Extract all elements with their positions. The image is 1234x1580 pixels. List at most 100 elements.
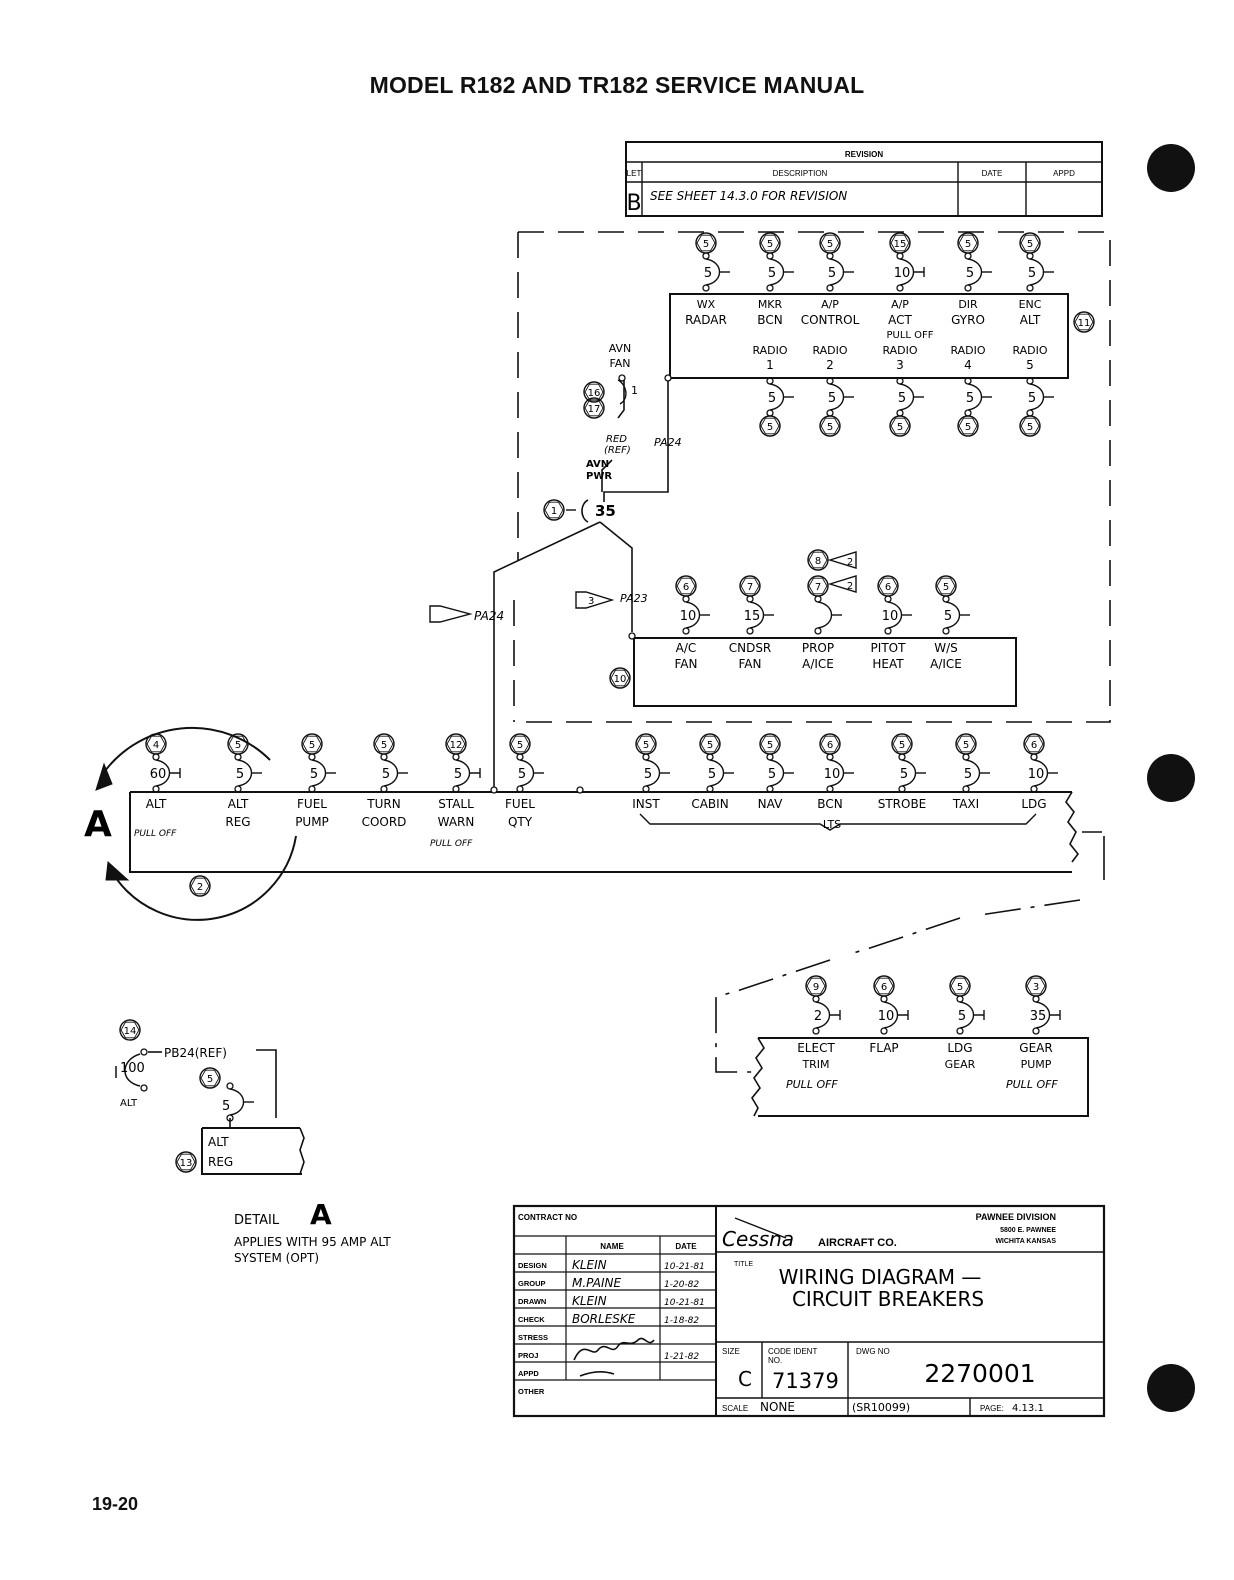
tb-dwg-label: DWG NO <box>856 1347 890 1356</box>
bus-ref-number: 6 <box>1023 733 1045 755</box>
ext-label: GEAR <box>1019 1041 1052 1055</box>
tb-page-number: 4.13.1 <box>1012 1403 1044 1414</box>
detail-100-breaker <box>115 1053 141 1087</box>
mid-ref-number: 6 <box>675 575 697 597</box>
revision-title: REVISION <box>845 150 883 159</box>
radio-label: 2 <box>826 358 834 372</box>
bus-label: PULL OFF <box>430 839 473 849</box>
ext-breaker: 2 <box>812 995 841 1035</box>
ref-number-text: 5 <box>1027 239 1033 250</box>
breaker-amp-rating: 5 <box>454 767 462 782</box>
breaker-amp-rating: 5 <box>644 767 652 782</box>
lts-label: LTS <box>823 818 841 831</box>
ref-number-text: 7 <box>815 582 821 593</box>
detail-ref-14: 14 <box>119 1019 141 1041</box>
bus-label: NAV <box>758 797 783 811</box>
ref-number-text: 5 <box>897 422 903 433</box>
ref-number-text: 5 <box>767 239 773 250</box>
ref-number-text: 6 <box>683 582 689 593</box>
ref-number-text: 5 <box>957 982 963 993</box>
avn-pwr-amp: 35 <box>595 502 616 520</box>
ref-number-text: 6 <box>885 582 891 593</box>
pa23-flag <box>575 591 615 609</box>
avn-fan-label-1: AVN <box>609 342 632 355</box>
radio-ref-number: 5 <box>759 415 781 437</box>
terminal <box>140 1048 148 1056</box>
terminal <box>618 374 626 382</box>
detail-note-2: SYSTEM (OPT) <box>234 1251 319 1265</box>
radio-label: RADIO <box>812 344 847 357</box>
tb-name: KLEIN <box>572 1258 607 1272</box>
detail-title: DETAIL <box>234 1213 280 1228</box>
ref-number-text: 5 <box>235 740 241 751</box>
bus-ref-number: 4 <box>145 733 167 755</box>
radio-ref-number: 5 <box>1019 415 1041 437</box>
pa24-flag <box>429 605 473 623</box>
tb-code-label-2: NO. <box>768 1356 782 1365</box>
punch-hole <box>1147 144 1195 192</box>
revision-col-desc: DESCRIPTION <box>773 169 828 178</box>
ext-ref-number: 6 <box>873 975 895 997</box>
ref-number-text: 16 <box>588 388 601 399</box>
bus-breaker: 10 <box>1028 753 1058 793</box>
ref-number-text: 5 <box>381 740 387 751</box>
tb-page-label: PAGE: <box>980 1404 1004 1413</box>
tb-date: 1-20-82 <box>664 1280 699 1290</box>
terminal <box>664 374 672 382</box>
avionics-ref-number: 5 <box>957 232 979 254</box>
ext-ref-number: 3 <box>1025 975 1047 997</box>
ext-ref-number: 5 <box>949 975 971 997</box>
tb-size: C <box>738 1367 752 1391</box>
breaker-amp-rating: 10 <box>894 266 911 281</box>
ref-number-text: 5 <box>207 1074 213 1085</box>
avionics-label: GYRO <box>951 313 985 327</box>
avn-fan-label-2: FAN <box>609 357 630 370</box>
radio-breaker: 5 <box>826 377 854 417</box>
radio-breaker: 5 <box>964 377 992 417</box>
bus-breaker: 5 <box>898 753 926 793</box>
tb-title-line-1: WIRING DIAGRAM — <box>779 1265 982 1289</box>
ref-number-text: 5 <box>517 740 523 751</box>
bus-label: INST <box>632 797 660 811</box>
radio-label: RADIO <box>1012 344 1047 357</box>
radio-label: 1 <box>766 358 774 372</box>
tb-name-col: NAME <box>600 1242 624 1251</box>
avn-pwr-label-2: (REF) <box>604 445 631 456</box>
avionics-breaker: 5 <box>1026 252 1054 292</box>
tb-scale-label: SCALE <box>722 1404 748 1413</box>
breaker-amp-rating: 5 <box>898 391 906 406</box>
bus-label: CABIN <box>691 797 728 811</box>
radio-label: RADIO <box>752 344 787 357</box>
tb-role: DRAWN <box>518 1297 546 1306</box>
breaker-amp-rating: 10 <box>882 609 899 624</box>
breaker-amp-rating: 5 <box>768 767 776 782</box>
avionics-label: CONTROL <box>801 313 860 327</box>
bus-breaker: 5 <box>766 753 794 793</box>
detail-ref-5: 5 <box>199 1067 221 1089</box>
tb-sr-number: (SR10099) <box>852 1401 910 1414</box>
ref-number-text: 5 <box>965 422 971 433</box>
bus-ref-number: 5 <box>301 733 323 755</box>
detail-box-line-2: REG <box>208 1155 233 1169</box>
bus-ref-number: 5 <box>509 733 531 755</box>
tb-name: KLEIN <box>572 1294 607 1308</box>
mid-panel-label: HEAT <box>872 657 904 671</box>
ref-number-text: 10 <box>614 674 627 685</box>
ref-number-text: 5 <box>643 740 649 751</box>
note-flag-number: 2 <box>847 557 853 568</box>
avionics-label: WX <box>697 298 716 311</box>
ref-number-text: 5 <box>703 239 709 250</box>
tb-address-2: WICHITA KANSAS <box>995 1238 1056 1245</box>
tb-name: BORLESKE <box>572 1312 636 1326</box>
bus-label: QTY <box>508 815 533 829</box>
avn-fan-amp: 1 <box>631 384 638 397</box>
breaker-amp-rating: 5 <box>768 266 776 281</box>
bus-label: STALL <box>438 797 474 811</box>
tb-dwg-number: 2270001 <box>924 1359 1035 1388</box>
punch-hole <box>1147 1364 1195 1412</box>
ref-number-text: 5 <box>899 740 905 751</box>
bus-label: PULL OFF <box>134 829 177 839</box>
detail-alt-label: ALT <box>120 1098 138 1109</box>
avionics-label: ACT <box>888 313 912 327</box>
